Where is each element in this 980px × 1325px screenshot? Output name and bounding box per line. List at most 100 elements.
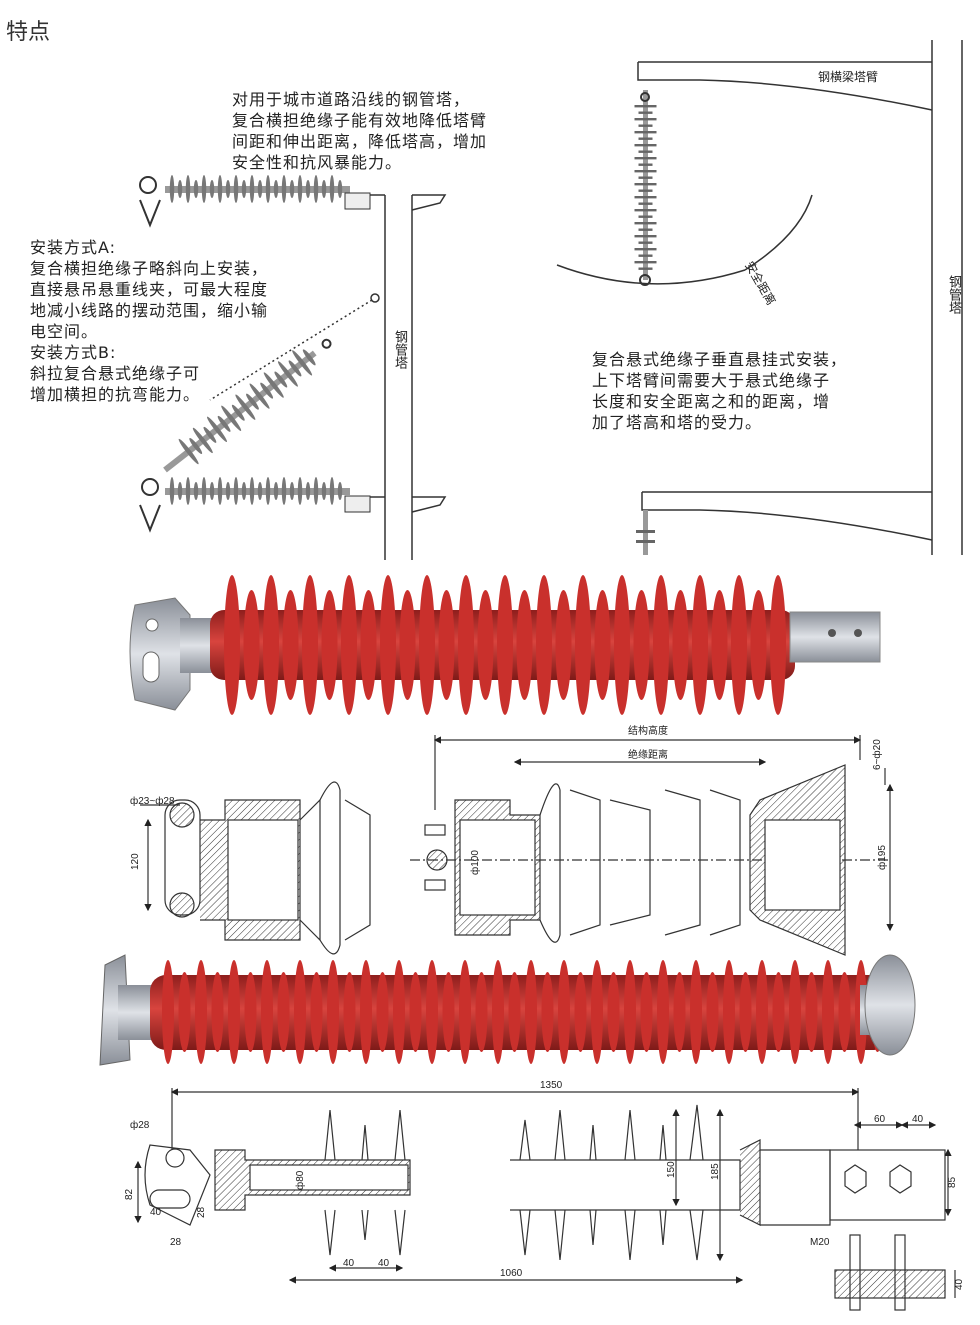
insulator-shed bbox=[297, 175, 303, 203]
insulator-shed bbox=[442, 972, 455, 1052]
insulator-shed bbox=[638, 241, 653, 244]
insulator-shed bbox=[302, 349, 316, 366]
insulator-shed bbox=[638, 202, 653, 205]
insulator-shed bbox=[624, 960, 636, 1064]
insulator-shed bbox=[277, 361, 298, 387]
insulator-shed bbox=[217, 175, 223, 203]
red-cross-arm-insulator-photo bbox=[129, 575, 881, 715]
insulator-shed bbox=[263, 575, 279, 715]
dim-height-185: 185 bbox=[710, 1163, 721, 1180]
insulator-shed bbox=[638, 163, 653, 166]
insulator-shed bbox=[273, 482, 279, 500]
bottom-dimension-drawing bbox=[134, 1088, 956, 1311]
insulator-shed bbox=[673, 972, 686, 1052]
insulator-shed bbox=[634, 235, 657, 238]
insulator-shed bbox=[177, 180, 183, 198]
dim-diameter-23-28: ф23~ф28 bbox=[130, 795, 175, 807]
diagonal-tension-insulator bbox=[163, 338, 332, 473]
insulator-shed bbox=[203, 426, 217, 443]
insulator-shed bbox=[211, 972, 224, 1052]
insulator-shed bbox=[193, 180, 199, 198]
insulator-shed bbox=[178, 438, 199, 465]
insulator-shed bbox=[341, 575, 357, 715]
insulator-shed bbox=[634, 157, 657, 160]
insulator-shed bbox=[492, 960, 504, 1064]
insulator-shed bbox=[265, 175, 271, 203]
insulator-shed bbox=[497, 575, 513, 715]
insulator-shed bbox=[289, 180, 295, 198]
insulator-shed bbox=[260, 382, 274, 399]
insulator-shed bbox=[257, 180, 263, 198]
insulator-shed bbox=[257, 482, 263, 500]
steel-cross-arm-label: 钢横梁塔臂 bbox=[818, 70, 879, 84]
installation-methods-text: 安装方式A: 复合横担绝缘子略斜向上安装， 直接悬吊悬重线夹，可最大程度 地减小… bbox=[30, 238, 269, 404]
insulator-shed bbox=[233, 477, 239, 505]
insulator-shed bbox=[638, 150, 653, 153]
dim-pitch-40-b: 40 bbox=[378, 1258, 390, 1269]
insulator-shed bbox=[638, 254, 653, 257]
insulator-shed bbox=[305, 482, 311, 500]
insulator-shed bbox=[634, 144, 657, 147]
insulator-shed bbox=[162, 960, 174, 1064]
insulator-shed bbox=[360, 590, 377, 700]
insulator-shed bbox=[711, 590, 728, 700]
insulator-shed bbox=[634, 261, 657, 264]
insulator-shed bbox=[249, 175, 255, 203]
insulator-shed bbox=[634, 131, 657, 134]
left-tower-diagram bbox=[209, 194, 447, 560]
insulator-shed bbox=[249, 477, 255, 505]
insulator-shed bbox=[282, 590, 299, 700]
insulator-shed bbox=[634, 118, 657, 121]
insulator-shed bbox=[640, 972, 653, 1052]
insulator-shed bbox=[723, 960, 735, 1064]
dim-height-150: 150 bbox=[666, 1161, 677, 1178]
insulator-shed bbox=[329, 175, 335, 203]
insulator-shed bbox=[277, 972, 290, 1052]
insulator-shed bbox=[305, 180, 311, 198]
insulator-shed bbox=[756, 960, 768, 1064]
insulator-shed bbox=[770, 575, 786, 715]
insulator-shed bbox=[217, 477, 223, 505]
insulator-shed bbox=[838, 972, 851, 1052]
insulator-shed bbox=[195, 960, 207, 1064]
insulator-shed bbox=[607, 972, 620, 1052]
insulator-shed bbox=[221, 405, 242, 431]
insulator-shed bbox=[201, 175, 207, 203]
dim-diameter-28: ф28 bbox=[130, 1119, 150, 1131]
insulator-shed bbox=[243, 590, 260, 700]
dim-diameter-195: ф195 bbox=[876, 845, 888, 870]
insulator-shed bbox=[185, 175, 191, 203]
insulator-shed bbox=[241, 482, 247, 500]
insulator-shed bbox=[376, 972, 389, 1052]
insulator-shed bbox=[233, 175, 239, 203]
insulator-shed bbox=[591, 960, 603, 1064]
insulator-shed bbox=[246, 393, 259, 410]
insulator-shed bbox=[178, 972, 191, 1052]
insulator-shed bbox=[302, 575, 318, 715]
insulator-shed bbox=[288, 360, 302, 377]
insulator-shed bbox=[477, 590, 494, 700]
insulator-shed bbox=[536, 575, 552, 715]
right-tower-diagram bbox=[556, 40, 963, 555]
insulator-shed bbox=[690, 960, 702, 1064]
insulator-shed bbox=[297, 477, 303, 505]
insulator-shed bbox=[399, 590, 416, 700]
vertical-suspension-insulator bbox=[634, 90, 657, 286]
insulator-shed bbox=[634, 183, 657, 186]
insulator-shed bbox=[634, 209, 657, 212]
insulator-shed bbox=[475, 972, 488, 1052]
insulator-shed bbox=[822, 960, 834, 1064]
insulator-shed bbox=[241, 180, 247, 198]
insulator-shed bbox=[327, 960, 339, 1064]
dim-6-20: 6~ф20 bbox=[871, 739, 883, 770]
insulator-shed bbox=[231, 404, 245, 421]
insulator-shed bbox=[281, 477, 287, 505]
insulator-shed bbox=[634, 222, 657, 225]
dim-width-28-a: 28 bbox=[196, 1206, 207, 1218]
insulator-shed bbox=[541, 972, 554, 1052]
mid-left-fitting-drawing bbox=[140, 781, 371, 955]
dim-thickness-40: 40 bbox=[954, 1278, 965, 1290]
insulator-shed bbox=[244, 972, 257, 1052]
insulator-shed bbox=[750, 590, 767, 700]
dim-width-40: 40 bbox=[150, 1207, 162, 1218]
